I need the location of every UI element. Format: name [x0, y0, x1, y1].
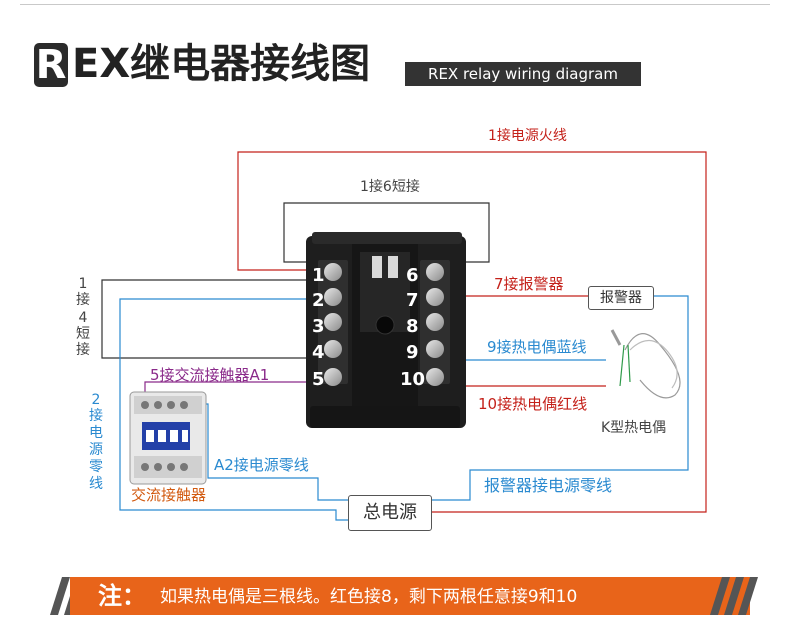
vlabel-2-char-5: 线: [89, 476, 103, 492]
vlabel-2-char-3: 源: [89, 442, 103, 458]
live-wire: [237, 151, 707, 513]
label-terminal1-live: 1接电源火线: [488, 128, 567, 144]
contactor-device: [129, 391, 207, 485]
neutral-wire-2: [119, 298, 348, 521]
terminal-number-10: 10: [400, 369, 426, 390]
footer-note-label: 注：: [98, 582, 146, 610]
top-divider: [20, 4, 770, 5]
footer-note-text: 如果热电偶是三根线。红色接8，剩下两根任意接9和10: [160, 587, 578, 607]
label-terminal10-red: 10接热电偶红线: [478, 395, 588, 413]
terminal-number-2: 2: [312, 290, 325, 311]
thermocouple-label: K型热电偶: [601, 420, 667, 436]
short-1-4-wire: [101, 279, 306, 359]
terminal-number-5: 5: [312, 369, 325, 390]
vlabel-1-4-char-2: 4: [78, 310, 88, 326]
vlabel-2-char-0: 2: [91, 392, 101, 408]
page-subtitle: REX relay wiring diagram: [405, 62, 641, 86]
terminal-number-3: 3: [312, 316, 325, 337]
right-screws: [420, 260, 450, 386]
label-alarm-neutral: 报警器接电源零线: [484, 476, 613, 495]
thermocouple-device: [610, 329, 681, 399]
footer-note-bar: [70, 577, 750, 615]
power-box: 总电源: [348, 495, 432, 531]
terminal-number-7: 7: [406, 290, 419, 311]
terminal-number-8: 8: [406, 316, 419, 337]
terminal-number-4: 4: [312, 342, 325, 363]
footer-stripes-right: [710, 577, 758, 615]
label-terminal5-contactor: 5接交流接触器A1: [150, 366, 270, 384]
title-initial: R: [35, 42, 67, 88]
vlabel-2-char-2: 电: [89, 425, 103, 441]
vlabel-1-4-char-1: 接: [76, 292, 90, 308]
label-terminal9-blue: 9接热电偶蓝线: [487, 338, 587, 356]
terminal-number-1: 1: [312, 265, 325, 286]
vlabel-2-char-1: 接: [89, 408, 103, 424]
label-terminal1-6-short: 1接6短接: [360, 179, 420, 195]
vlabel-1-4-char-0: 1: [78, 276, 88, 292]
short-1-6-wire: [283, 202, 490, 263]
relay-device: [306, 232, 466, 428]
title-initial-badge: [34, 43, 68, 87]
terminal-number-6: 6: [406, 265, 419, 286]
label-terminal7-alarm: 7接报警器: [494, 275, 564, 293]
left-screws: [318, 260, 348, 386]
alarm-box: 报警器: [588, 286, 654, 310]
vlabel-1-4-char-4: 接: [76, 342, 90, 358]
alarm-neutral-wire: [432, 295, 689, 501]
vlabel-2-char-4: 零: [89, 459, 103, 475]
contactor-label: 交流接触器: [131, 486, 207, 504]
contactor-a1-wire: [144, 381, 306, 395]
label-contactor-a2-neutral: A2接电源零线: [214, 456, 309, 474]
page-title: EX继电器接线图: [72, 41, 371, 87]
vlabel-1-4-char-3: 短: [76, 326, 90, 342]
terminal-number-9: 9: [406, 342, 419, 363]
